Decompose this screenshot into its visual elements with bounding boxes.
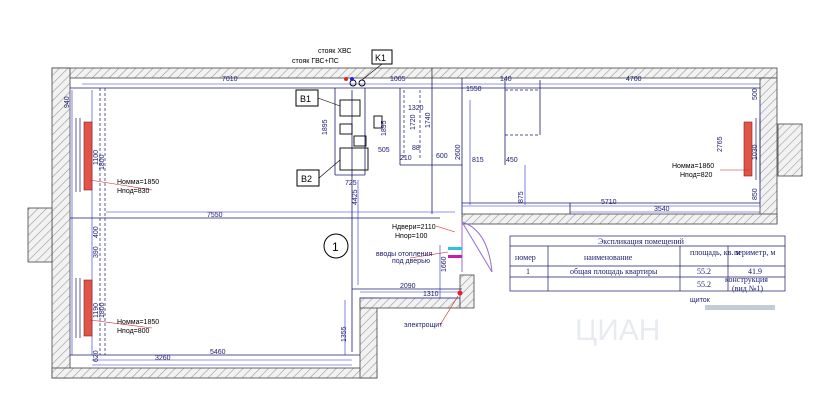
watermark: ЦИАН [575, 314, 660, 347]
dashed-partitions [99, 88, 540, 355]
svg-text:1800: 1800 [99, 154, 106, 170]
window-left-top-sill: Нпод=830 [117, 188, 150, 195]
svg-text:600: 600 [436, 153, 448, 160]
svg-text:7010: 7010 [222, 76, 238, 83]
leader-lines [89, 169, 750, 329]
construction-note: конструкция [725, 275, 768, 284]
svg-text:1355: 1355 [341, 326, 348, 342]
svg-text:1320: 1320 [408, 105, 424, 112]
svg-text:815: 815 [472, 157, 484, 164]
plumbing-fixtures [339, 79, 383, 171]
svg-text:3260: 3260 [155, 355, 171, 362]
window-right-sill: Нпод=820 [680, 172, 713, 179]
k1-tag: K1 [375, 53, 386, 63]
window-right-height: Номма=1860 [672, 163, 714, 170]
table-cell-number: 1 [526, 267, 530, 276]
svg-text:2765: 2765 [717, 136, 724, 152]
construction-view-note: (вид №1) [732, 284, 763, 293]
svg-text:1100: 1100 [93, 150, 100, 165]
table-total-area: 55.2 [697, 280, 711, 289]
room-number-circle [323, 233, 349, 259]
room-number: 1 [332, 240, 339, 254]
table-cell-perimeter: 41.9 [748, 267, 762, 276]
riser-markers [344, 77, 354, 81]
heating-inlet-mark-2 [448, 255, 462, 258]
svg-text:1030: 1030 [752, 144, 759, 160]
shield-note: щиток [690, 297, 711, 304]
svg-text:400: 400 [93, 226, 100, 238]
svg-text:1190: 1190 [93, 303, 100, 318]
table-cell-name: общая площадь квартиры [570, 267, 658, 276]
door-height-label: Ндвери=2110 [392, 224, 436, 231]
svg-text:500: 500 [752, 88, 759, 100]
svg-text:850: 850 [752, 188, 759, 200]
hot-water-riser-label: стояк ГВС+ПС [292, 58, 339, 65]
svg-text:5710: 5710 [601, 199, 617, 206]
v2-tag: B2 [301, 174, 312, 184]
vertical-dimension-labels: 4425 1895 1895 1720 1740 2600 875 1355 1… [64, 88, 759, 362]
panel-marker [457, 290, 463, 296]
svg-text:1005: 1005 [390, 76, 406, 83]
door-swing [461, 221, 493, 273]
svg-text:5460: 5460 [210, 349, 226, 356]
heating-inlet-note-2: под дверью [392, 258, 430, 265]
shield-bar [705, 305, 775, 310]
v1-tag: B1 [300, 94, 311, 104]
svg-text:1310: 1310 [423, 291, 439, 298]
table-header-perimeter: периметр, м [734, 248, 775, 257]
svg-text:1720: 1720 [410, 114, 417, 130]
svg-text:210: 210 [400, 155, 412, 162]
svg-text:505: 505 [378, 147, 390, 154]
electrical-panel-note: электрощит [404, 322, 443, 329]
svg-text:1740: 1740 [425, 112, 432, 128]
table-header-name: наименование [584, 253, 633, 262]
svg-text:4425: 4425 [352, 189, 359, 205]
svg-text:7550: 7550 [207, 212, 223, 219]
rooms-table [509, 235, 786, 292]
svg-text:88: 88 [412, 145, 420, 152]
svg-text:940: 940 [64, 96, 71, 108]
svg-text:2090: 2090 [400, 283, 416, 290]
svg-text:1800: 1800 [99, 302, 106, 318]
svg-text:3540: 3540 [654, 206, 670, 213]
window-left-bottom-height: Номма=1850 [117, 319, 159, 326]
table-title: Экспликация помещений [598, 237, 685, 246]
window-openings [75, 118, 761, 338]
svg-text:140: 140 [500, 76, 512, 83]
svg-text:875: 875 [518, 191, 525, 203]
svg-text:620: 620 [93, 350, 100, 362]
radiator-left-top [83, 121, 93, 191]
svg-text:1895: 1895 [322, 119, 329, 135]
radiator-left-bottom [83, 279, 93, 337]
svg-text:1660: 1660 [441, 256, 448, 272]
svg-text:725: 725 [345, 180, 357, 187]
exterior-walls [27, 67, 803, 379]
cold-water-riser-label: стояк ХВС [318, 48, 351, 55]
door-threshold-label: Нпор=100 [395, 233, 428, 240]
heating-inlet-note-1: вводы отопления [376, 251, 432, 258]
svg-text:2600: 2600 [455, 144, 462, 160]
dimension-labels: 7010 1005 140 1550 4700 7550 5710 3540 2… [155, 76, 670, 362]
svg-text:390: 390 [93, 246, 100, 258]
svg-text:1550: 1550 [466, 86, 482, 93]
window-left-top-height: Номма=1850 [117, 179, 159, 186]
table-header-area: площадь, кв. м [690, 248, 740, 257]
radiators [83, 121, 753, 337]
table-cell-area: 55.2 [697, 267, 711, 276]
svg-text:450: 450 [506, 157, 518, 164]
table-header-number: номер [515, 253, 536, 262]
svg-text:1895: 1895 [381, 120, 388, 136]
heating-inlet-mark [448, 247, 462, 250]
svg-text:4700: 4700 [626, 76, 642, 83]
radiator-right [743, 121, 753, 177]
window-left-bottom-sill: Нпод=800 [117, 328, 150, 335]
